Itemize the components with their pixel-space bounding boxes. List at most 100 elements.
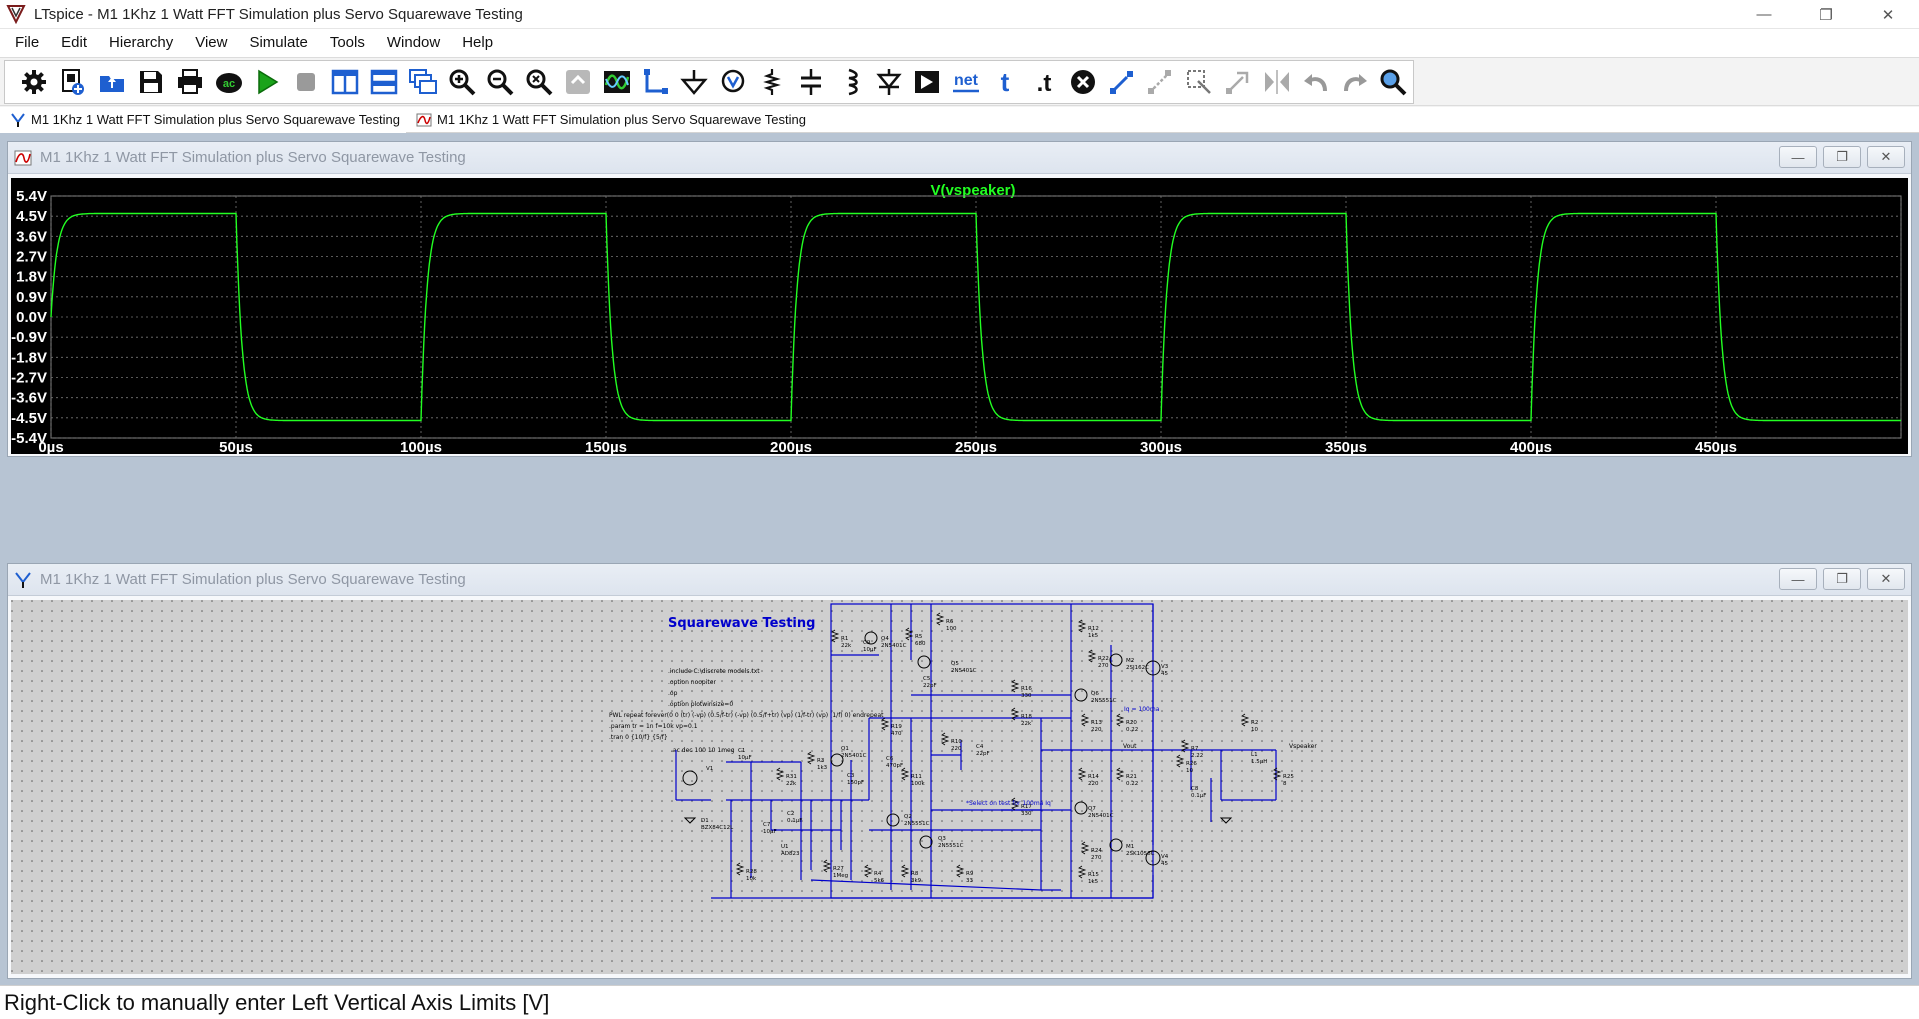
waveform-button[interactable] <box>597 62 636 102</box>
part-name-label[interactable]: C5 <box>923 676 931 682</box>
halt-button[interactable] <box>287 62 326 102</box>
part-name-label[interactable]: Q3 <box>938 836 946 842</box>
trace-vspeaker[interactable] <box>50 212 1901 422</box>
menu-edit[interactable]: Edit <box>61 34 88 51</box>
part-name-label[interactable]: M2 <box>1126 658 1134 664</box>
schematic-maximize-button[interactable]: ❐ <box>1823 568 1861 590</box>
directive-line[interactable]: .op <box>668 690 678 697</box>
part-value-label[interactable]: 10k <box>746 876 757 882</box>
zoom-fit-button[interactable] <box>520 62 559 102</box>
open-button[interactable] <box>93 62 132 102</box>
part-value-label[interactable]: 2N5551C <box>938 843 964 849</box>
part-name-label[interactable]: M1 <box>1126 844 1134 850</box>
plot-window-titlebar[interactable]: M1 1Khz 1 Watt FFT Simulation plus Servo… <box>8 142 1911 174</box>
duplicate-button[interactable] <box>1102 62 1141 102</box>
directive-line[interactable]: .ac dec 100 10 1meg <box>671 747 735 754</box>
part-value-label[interactable]: 5k6 <box>874 878 885 884</box>
menu-help[interactable]: Help <box>462 34 494 51</box>
part-name-label[interactable]: R8 <box>911 871 919 877</box>
x-tick-label[interactable]: 450µs <box>1695 439 1737 456</box>
part-name-label[interactable]: D1 <box>701 818 709 824</box>
part-name-label[interactable]: R28 <box>746 869 757 875</box>
part-value-label[interactable]: BZX84C12L <box>701 825 734 831</box>
part-value-label[interactable]: 270 <box>1098 663 1109 669</box>
part-name-label[interactable]: R25 <box>1283 774 1294 780</box>
cascade-button[interactable] <box>403 62 442 102</box>
part-name-label[interactable]: U1 <box>781 844 789 850</box>
capacitor-button[interactable] <box>792 62 831 102</box>
x-tick-label[interactable]: 350µs <box>1325 439 1367 456</box>
drag-button[interactable] <box>1180 62 1219 102</box>
part-value-label[interactable]: 0.22 <box>1126 781 1138 787</box>
part-value-label[interactable]: 0.22 <box>1126 727 1138 733</box>
part-name-label[interactable]: R13 <box>1091 720 1102 726</box>
directive-line[interactable]: .include C:\discrete models.txt <box>668 668 760 675</box>
part-value-label[interactable]: 45 <box>1161 861 1168 867</box>
x-tick-label[interactable]: 200µs <box>770 439 812 456</box>
part-value-label[interactable]: 220 <box>951 746 962 752</box>
part-value-label[interactable]: 10µF <box>863 647 877 653</box>
net-button[interactable]: net <box>947 62 986 102</box>
part-name-label[interactable]: R16 <box>1021 686 1032 692</box>
part-value-label[interactable]: 1Meg <box>833 873 848 879</box>
part-name-label[interactable]: Q4 <box>881 636 889 642</box>
schematic-minimize-button[interactable]: — <box>1779 568 1817 590</box>
x-tick-label[interactable]: 150µs <box>585 439 627 456</box>
menu-file[interactable]: File <box>15 34 40 51</box>
menu-simulate[interactable]: Simulate <box>249 34 308 51</box>
zoom-out-button[interactable] <box>481 62 520 102</box>
schematic-heading[interactable]: Squarewave Testing <box>668 616 815 631</box>
diode-button[interactable] <box>869 62 908 102</box>
maximize-button[interactable]: ❐ <box>1819 6 1833 24</box>
tab-waveform[interactable]: M1 1Khz 1 Watt FFT Simulation plus Servo… <box>406 107 812 133</box>
part-value-label[interactable]: 470 <box>891 731 902 737</box>
part-name-label[interactable]: C1 <box>738 748 745 754</box>
part-name-label[interactable]: R22 <box>1098 656 1109 662</box>
part-value-label[interactable]: 100 <box>946 626 957 632</box>
tab-schematic[interactable]: M1 1Khz 1 Watt FFT Simulation plus Servo… <box>0 106 406 133</box>
note-iq[interactable]: Iq = 100ma <box>1124 706 1160 713</box>
ac-analysis-button[interactable]: ac <box>209 62 248 102</box>
part-value-label[interactable]: 1.5µH <box>1251 759 1267 765</box>
part-name-label[interactable]: R2 <box>1251 720 1258 726</box>
plot-maximize-button[interactable]: ❐ <box>1823 146 1861 168</box>
net-label-vout[interactable]: Vout <box>1123 743 1137 750</box>
run-button[interactable] <box>248 62 287 102</box>
part-name-label[interactable]: R10 <box>951 739 962 745</box>
directive-line[interactable]: .option noopiter <box>668 679 716 686</box>
zoom-in-button[interactable] <box>442 62 481 102</box>
part-value-label[interactable]: 270 <box>1091 855 1102 861</box>
delete-button[interactable] <box>1063 62 1102 102</box>
part-name-label[interactable]: R27 <box>833 866 844 872</box>
x-tick-label[interactable]: 300µs <box>1140 439 1182 456</box>
x-tick-label[interactable]: 100µs <box>400 439 442 456</box>
part-name-label[interactable]: R24 <box>1091 848 1102 854</box>
spice-directives[interactable]: .include C:\discrete models.txt .option … <box>609 668 884 754</box>
redo-button[interactable] <box>1335 62 1374 102</box>
part-value-label[interactable]: 10µF <box>763 829 777 835</box>
part-value-label[interactable]: 220 <box>1088 781 1099 787</box>
inductor-button[interactable] <box>830 62 869 102</box>
schematic-close-button[interactable]: ✕ <box>1867 568 1905 590</box>
component-button[interactable] <box>908 62 947 102</box>
part-name-label[interactable]: R3 <box>817 758 825 764</box>
note-select-on-test[interactable]: *Select on test for 100ma Iq <box>966 800 1051 807</box>
part-name-label[interactable]: R17 <box>1021 804 1032 810</box>
part-value-label[interactable]: 220 <box>1091 727 1102 733</box>
label-node-button[interactable] <box>714 62 753 102</box>
part-name-label[interactable]: R6 <box>946 619 954 625</box>
net-label-vspeaker[interactable]: Vspeaker <box>1289 743 1317 750</box>
save-button[interactable] <box>131 62 170 102</box>
part-name-label[interactable]: R1 <box>841 636 848 642</box>
part-value-label[interactable]: 150pF <box>847 780 864 786</box>
part-value-label[interactable]: 2N5551C <box>904 821 930 827</box>
part-name-label[interactable]: R21 <box>1126 774 1137 780</box>
resistor-button[interactable] <box>753 62 792 102</box>
schematic-window-titlebar[interactable]: M1 1Khz 1 Watt FFT Simulation plus Servo… <box>8 564 1911 596</box>
part-value-label[interactable]: 2N5401C <box>951 668 977 674</box>
part-name-label[interactable]: Q1 <box>841 746 849 752</box>
part-name-label[interactable]: C2 <box>787 811 794 817</box>
new-schematic-button[interactable] <box>54 62 93 102</box>
part-name-label[interactable]: L1 <box>1251 752 1258 758</box>
